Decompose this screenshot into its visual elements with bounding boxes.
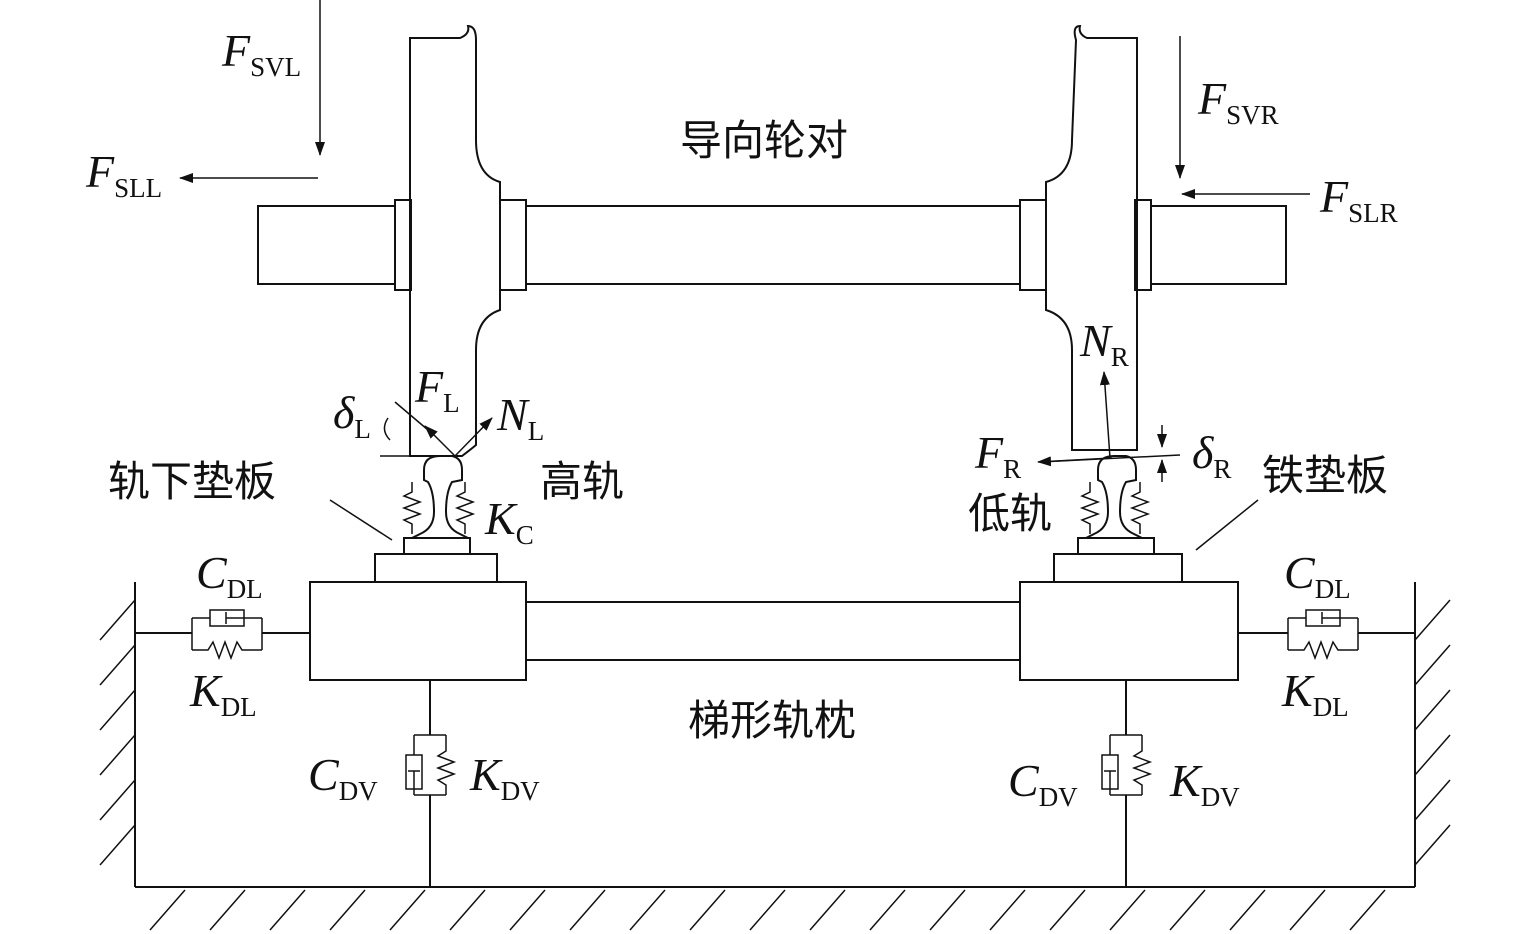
rail-pad-right (1053, 553, 1183, 583)
ladder-sleeper (309, 581, 1239, 681)
sleeper-block-right (1019, 581, 1239, 681)
sym-delta-l: δL (333, 387, 371, 444)
label-wheelset: 导向轮对 (680, 116, 848, 165)
left-journal (257, 205, 399, 285)
high-rail (374, 455, 498, 583)
axle (524, 205, 1023, 285)
pad-left-leader (329, 499, 393, 541)
left-hub-inner (394, 199, 412, 291)
vertical-support-right (1101, 680, 1153, 887)
sym-kdl-left: KDL (189, 665, 257, 722)
sym-fr: FR (974, 427, 1021, 484)
fl-arrow (424, 425, 456, 457)
label-sleeper: 梯形轨枕 (688, 696, 856, 745)
lateral-support-right (1238, 609, 1415, 661)
foundation (99, 582, 1451, 931)
right-contact (1037, 371, 1181, 482)
sym-kc: KC (484, 493, 534, 550)
applied-forces (179, 0, 1310, 199)
right-hub-inner (1019, 199, 1047, 291)
left-wheel (409, 24, 501, 457)
sym-nl: NL (496, 389, 544, 446)
wheelset (257, 24, 1287, 457)
sym-kdl-right: KDL (1281, 665, 1349, 722)
sym-fslr: FSLR (1319, 171, 1398, 228)
lateral-support-left (135, 609, 310, 661)
rail-pad-left (374, 553, 498, 583)
nr-arrow (1099, 371, 1111, 459)
sym-cdv-left: CDV (308, 749, 378, 806)
right-journal (1147, 205, 1287, 285)
sym-cdl-right: CDL (1284, 547, 1351, 604)
right-hub-outer (1134, 199, 1152, 291)
label-low-rail: 低轨 (968, 489, 1052, 538)
sym-cdv-right: CDV (1008, 755, 1078, 812)
label-pad-left: 轨下垫板 (108, 457, 276, 506)
sym-nr: NR (1079, 315, 1129, 372)
sym-delta-r: δR (1192, 427, 1231, 484)
delta-l-arc (383, 417, 391, 441)
sym-kdv-right: KDV (1169, 755, 1240, 812)
sym-fsvr: FSVR (1197, 73, 1279, 130)
label-pad-right: 铁垫板 (1262, 451, 1388, 500)
sym-kdv-left: KDV (469, 749, 540, 806)
low-rail (1053, 455, 1183, 583)
sym-fsll: FSLL (85, 146, 162, 203)
sleeper-block-left (309, 581, 527, 681)
sym-fsvl: FSVL (221, 25, 301, 82)
label-high-rail: 高轨 (540, 457, 624, 506)
fr-arrow (1037, 456, 1113, 467)
pad-right-leader (1195, 499, 1259, 551)
vertical-support-left (405, 680, 457, 887)
right-wheel (1045, 24, 1138, 451)
sym-cdl-left: CDL (196, 547, 263, 604)
sym-fl: FL (414, 361, 460, 418)
nl-arrow (454, 417, 493, 457)
left-hub-outer (499, 199, 527, 291)
